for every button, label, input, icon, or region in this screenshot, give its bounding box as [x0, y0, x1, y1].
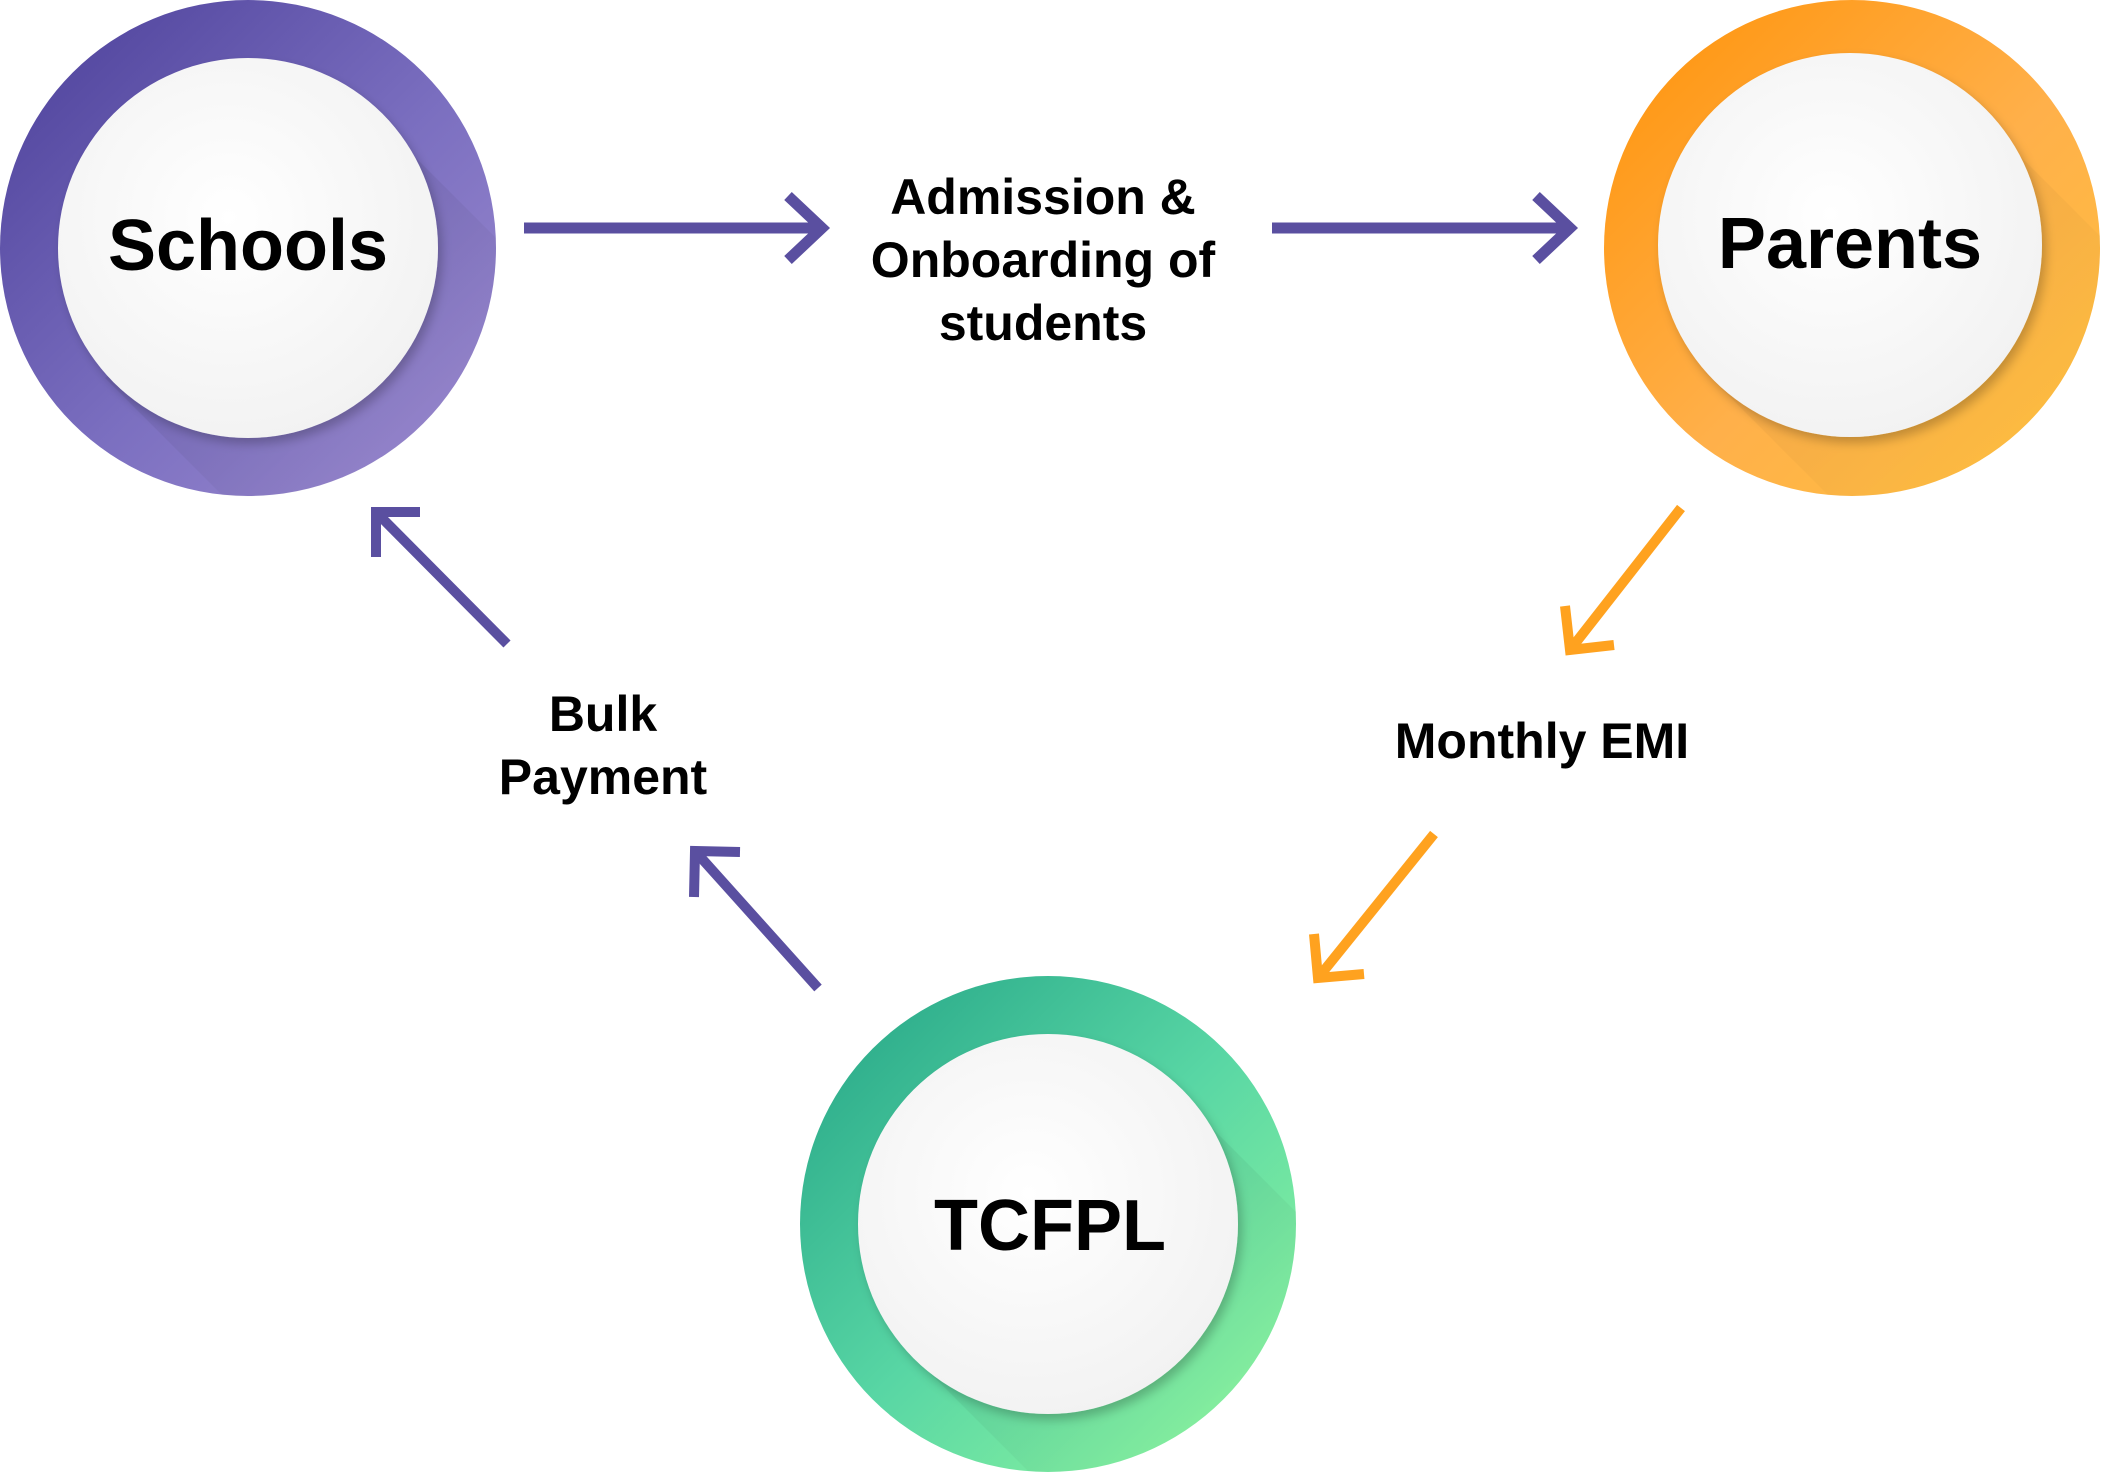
bulk-arrow-upper-head: [371, 507, 420, 557]
admission-arrow-right-head: [1532, 191, 1579, 265]
edge-admission: Admission & Onboarding of students: [524, 169, 1579, 351]
bulk-arrow-lower-shaft: [691, 847, 822, 992]
node-tcfpl: TCFPL: [800, 976, 1296, 1472]
admission-arrow-left-head: [784, 191, 831, 265]
bulk-arrow-upper-shaft: [372, 508, 511, 648]
parents-label: Parents: [1718, 204, 1982, 284]
admission-label-line3: students: [939, 295, 1147, 351]
emi-label: Monthly EMI: [1395, 713, 1689, 769]
bulk-arrow-lower-head: [689, 845, 741, 898]
edge-monthly-emi: Monthly EMI: [1309, 504, 1689, 984]
tcfpl-label: TCFPL: [934, 1186, 1166, 1266]
emi-arrow-lower-shaft: [1314, 830, 1438, 982]
tcfpl-inner-circle: [858, 1034, 1238, 1414]
node-schools: Schools: [0, 0, 497, 497]
bulk-label-line2: Payment: [499, 749, 708, 805]
admission-label-line1: Admission &: [890, 169, 1196, 225]
schools-label: Schools: [108, 206, 388, 286]
emi-arrow-lower-head: [1309, 933, 1365, 984]
emi-arrow-upper-head: [1560, 605, 1615, 656]
emi-arrow-upper-shaft: [1566, 504, 1685, 654]
bulk-label-line1: Bulk: [549, 686, 658, 742]
edge-bulk-payment: Bulk Payment: [371, 507, 822, 992]
node-parents: Parents: [1604, 0, 2100, 497]
admission-label-line2: Onboarding of: [871, 232, 1216, 288]
parents-inner-circle: [1658, 53, 2042, 437]
schools-inner-circle: [58, 58, 438, 438]
